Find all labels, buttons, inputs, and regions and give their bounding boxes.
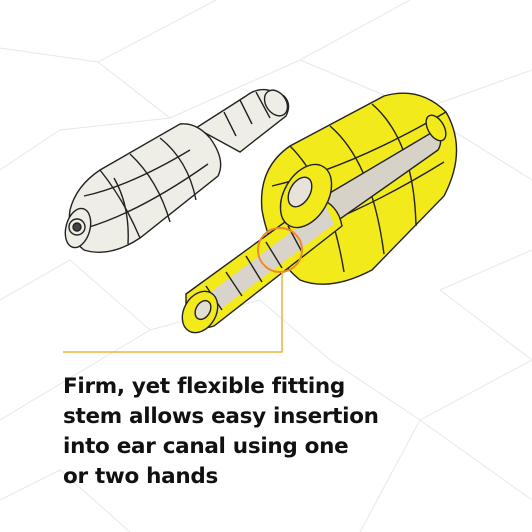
highlight-circle [257, 227, 303, 273]
caption-line-1: Firm, yet flexible fitting [63, 374, 345, 399]
callout-leader-line [63, 272, 283, 353]
right-earplug-icon [181, 92, 458, 334]
caption-line-3: into ear canal using one [63, 434, 349, 459]
caption-line-4: or two hands [63, 464, 218, 489]
caption-line-2: stem allows easy insertion [63, 404, 379, 429]
left-earplug-icon [64, 88, 290, 253]
feature-caption: Firm, yet flexible fitting stem allows e… [63, 372, 483, 492]
